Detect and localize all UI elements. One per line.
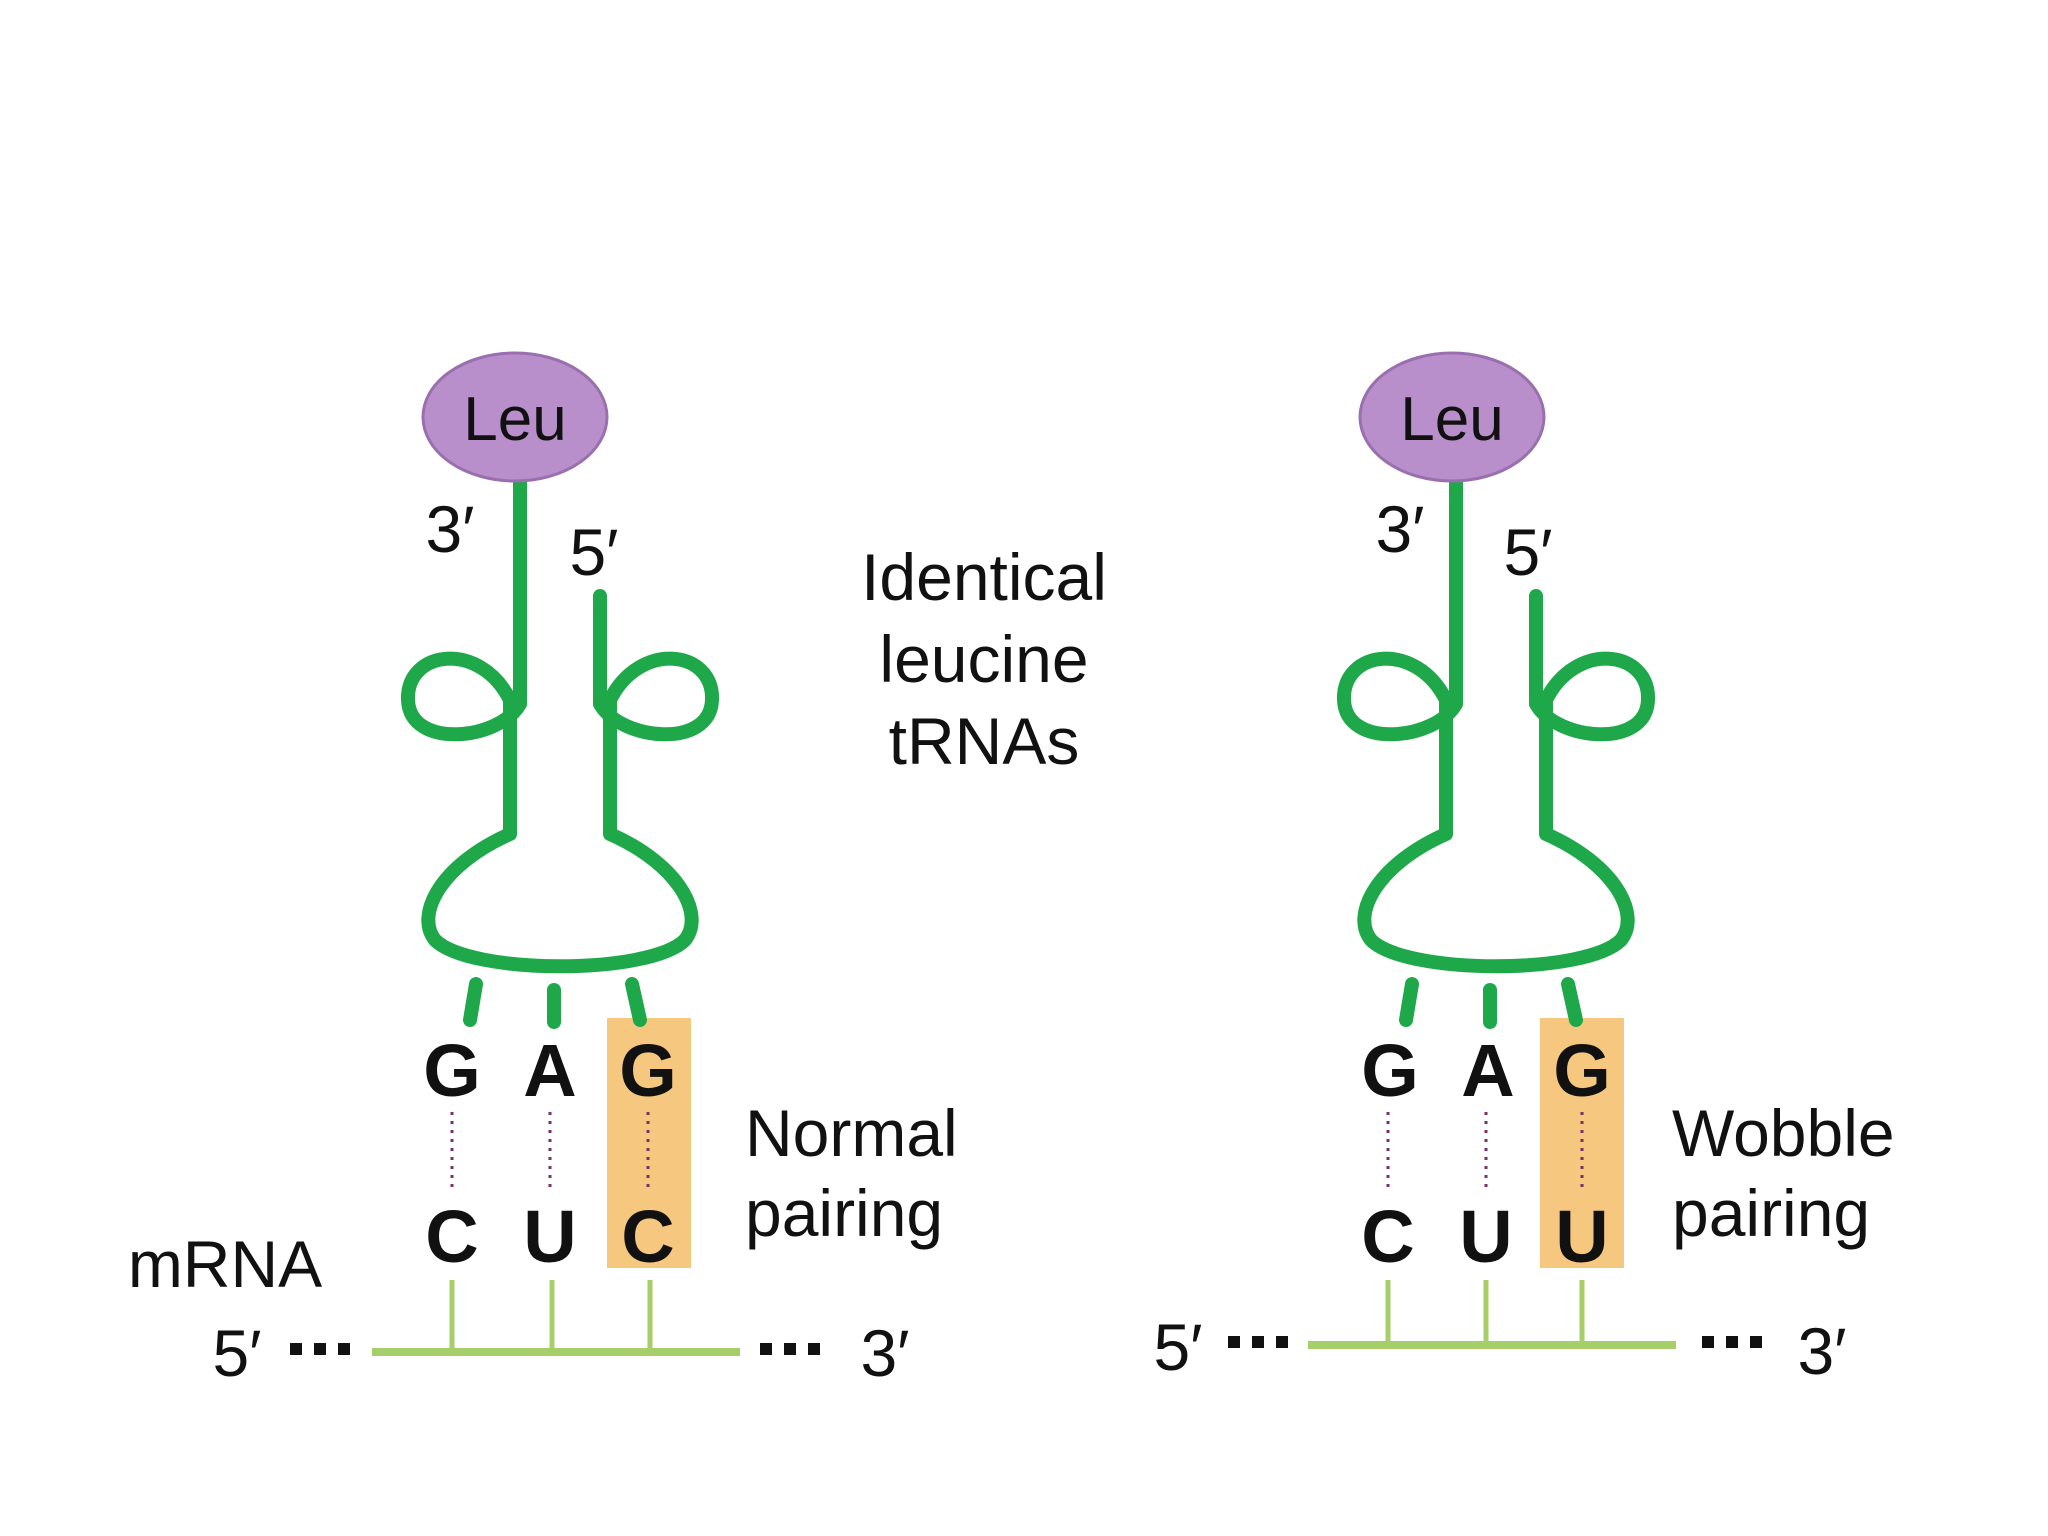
codon-base-2: U bbox=[1459, 1195, 1512, 1278]
trna-3prime-label: 3′ bbox=[1375, 492, 1424, 566]
mrna-ellipsis-right bbox=[760, 1343, 820, 1355]
anticodon: G A G bbox=[1361, 1029, 1611, 1112]
mrna-ellipsis-right bbox=[1702, 1336, 1762, 1348]
mrna-ellipsis-left bbox=[1228, 1336, 1288, 1348]
codon-base-3: U bbox=[1555, 1195, 1608, 1278]
amino-acid-leu: Leu bbox=[421, 351, 609, 483]
mrna-3prime-label: 3′ bbox=[860, 1316, 909, 1390]
codon-base-1: C bbox=[425, 1195, 478, 1278]
mrna-ellipsis-left bbox=[290, 1343, 350, 1355]
pairing-label-line2: pairing bbox=[1672, 1176, 1870, 1250]
mrna-3prime-label: 3′ bbox=[1797, 1314, 1846, 1388]
anticodon: G A G bbox=[423, 1029, 677, 1112]
anticodon-base-1: G bbox=[423, 1029, 481, 1112]
trna-3prime-strand bbox=[1336, 475, 1656, 974]
pairing-label-line2: pairing bbox=[745, 1176, 943, 1250]
mrna-label: mRNA bbox=[128, 1227, 322, 1301]
pairing-label-line1: Wobble bbox=[1672, 1096, 1895, 1170]
center-label-line1: Identical bbox=[861, 540, 1107, 614]
anticodon-base-1: G bbox=[1361, 1029, 1419, 1112]
trna-5prime-label: 5′ bbox=[1503, 515, 1552, 589]
mrna-strand bbox=[372, 1280, 740, 1356]
center-label-line3: tRNAs bbox=[889, 704, 1080, 778]
trna-5prime-label: 5′ bbox=[569, 515, 618, 589]
amino-acid-label: Leu bbox=[463, 385, 566, 454]
trna-structure bbox=[400, 475, 720, 1029]
panel-normal: Leu 3′ 5′ G A G C U C bbox=[212, 351, 958, 1390]
mrna-5prime-label: 5′ bbox=[212, 1316, 261, 1390]
anticodon-base-2: A bbox=[1461, 1029, 1514, 1112]
mrna-strand bbox=[1308, 1280, 1676, 1349]
wobble-position-highlight bbox=[1540, 1018, 1624, 1268]
anticodon-stem-1 bbox=[463, 977, 483, 1027]
anticodon-stem-3 bbox=[1561, 977, 1583, 1027]
trna-3prime-strand bbox=[400, 475, 720, 974]
codon-base-2: U bbox=[523, 1195, 576, 1278]
codon: C U C bbox=[425, 1195, 674, 1278]
codon-base-3: C bbox=[621, 1195, 674, 1278]
anticodon-stem-3 bbox=[625, 977, 647, 1027]
mrna-5prime-label: 5′ bbox=[1153, 1310, 1202, 1384]
center-label-line2: leucine bbox=[879, 622, 1088, 696]
codon-base-1: C bbox=[1361, 1195, 1414, 1278]
amino-acid-leu: Leu bbox=[1358, 351, 1546, 483]
wobble-position-highlight bbox=[607, 1018, 691, 1268]
panel-wobble: Leu 3′ 5′ G A G C U U bbox=[1153, 351, 1895, 1388]
anticodon-base-2: A bbox=[523, 1029, 576, 1112]
pairing-label-line1: Normal bbox=[745, 1096, 958, 1170]
anticodon-stem-1 bbox=[1399, 977, 1419, 1027]
amino-acid-label: Leu bbox=[1400, 385, 1503, 454]
trna-3prime-label: 3′ bbox=[425, 492, 474, 566]
center-label: Identical leucine tRNAs bbox=[861, 540, 1107, 778]
anticodon-base-3: G bbox=[619, 1029, 677, 1112]
anticodon-base-3: G bbox=[1553, 1029, 1611, 1112]
trna-structure bbox=[1336, 475, 1656, 1029]
codon: C U U bbox=[1361, 1195, 1608, 1278]
base-pair-bonds bbox=[1386, 1112, 1584, 1188]
base-pair-bonds bbox=[450, 1112, 650, 1188]
